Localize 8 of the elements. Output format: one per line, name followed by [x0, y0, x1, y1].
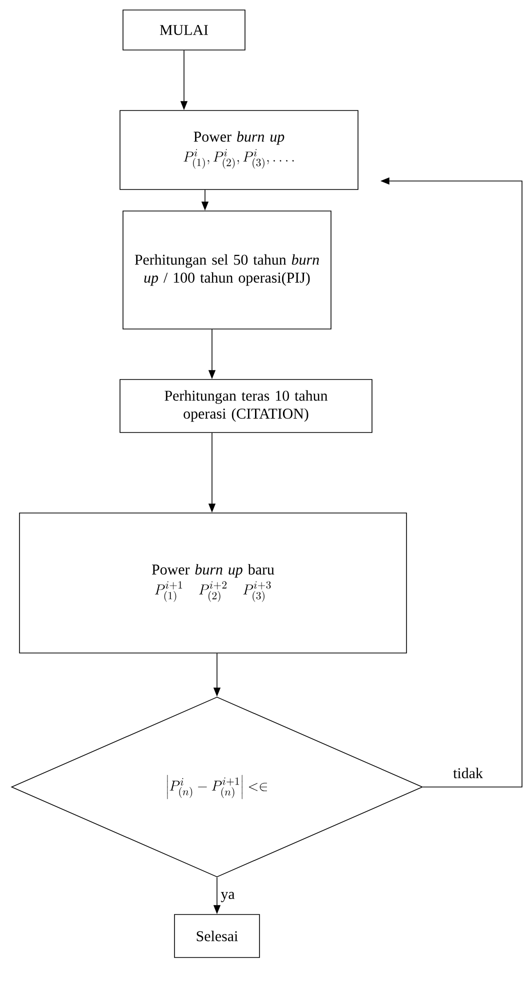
process-box: Perhitungan teras 10 tahun operasi (CITATION)	[120, 379, 372, 433]
process-box: Power burn up baru $P^{i+1}_{(1)}\quad P^{i+2}_{(2)}\quad P^{i+3}_{(3)}$	[19, 512, 407, 654]
end-box: Selesai	[174, 914, 260, 958]
process-box: Perhitungan sel 50 tahun burn up / 100 tahun operasi(PIJ)	[122, 210, 332, 330]
edge-label: ya	[220, 892, 235, 902]
process-box: Power burn up $P^{i}_{(1)},P^{i}_{(2)},P^{i}_{(3)},\ldots.$	[120, 110, 358, 190]
start-box: MULAI	[122, 10, 246, 50]
edge-label: tidak	[453, 768, 483, 778]
